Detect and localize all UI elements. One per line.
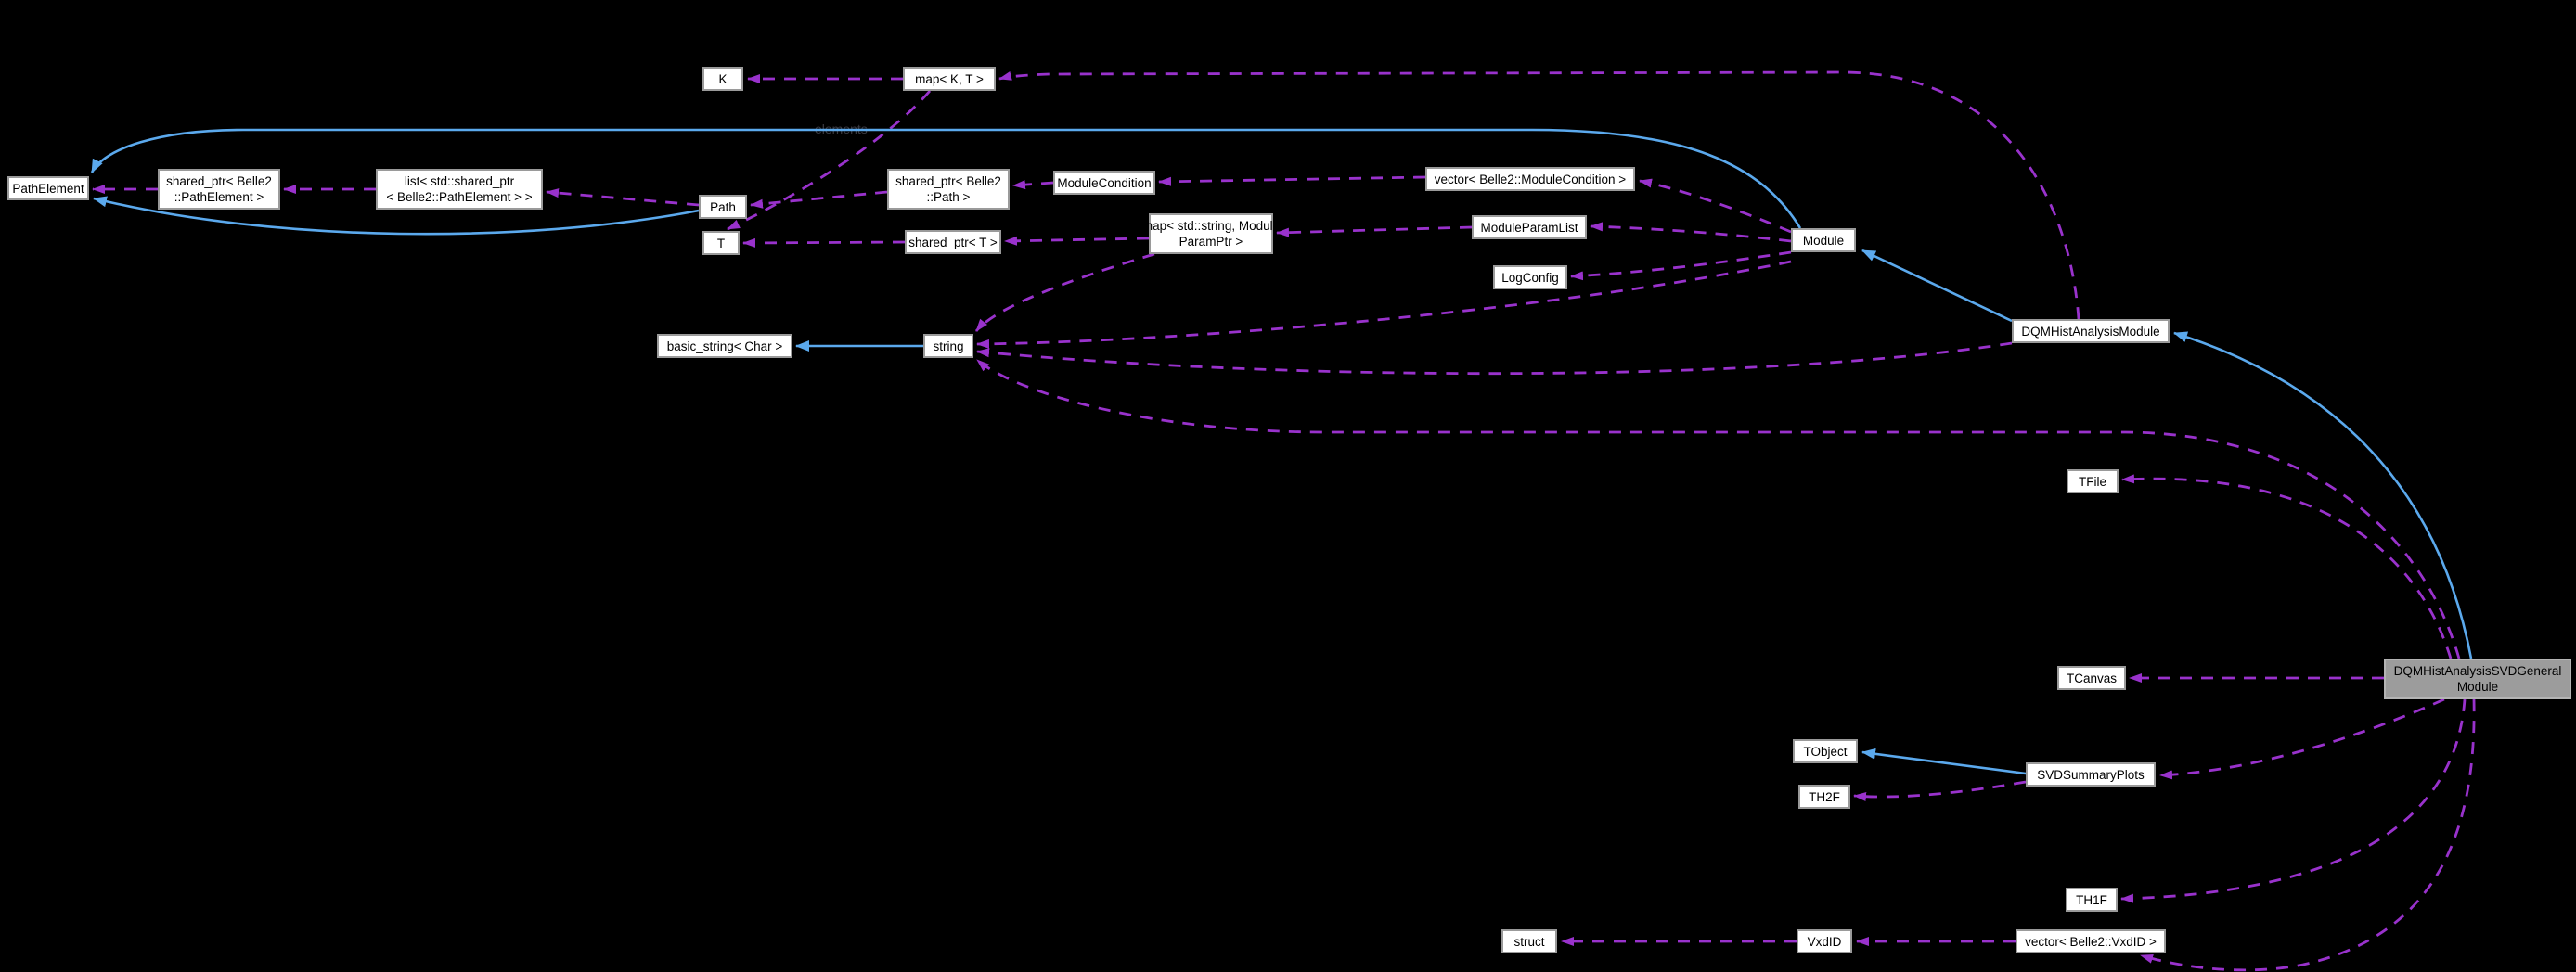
class-node-label: shared_ptr< T > [908, 235, 998, 249]
class-node-label: T [716, 236, 726, 250]
class-node-log-config[interactable]: LogConfig [1493, 265, 1567, 289]
class-node-label: TFile [2079, 474, 2106, 489]
class-node-label: list< std::shared_ptr [404, 174, 515, 188]
edge-svd-summary-plots-to-tobject [1861, 748, 2027, 775]
class-node-label: map< std::string, Module [1141, 219, 1281, 233]
class-node-label: < Belle2::PathElement > > [386, 190, 533, 204]
edge-svd-general-to-string [976, 358, 2461, 659]
edge-module-to-log-config [1570, 250, 1792, 281]
class-node-label: TCanvas [2066, 671, 2118, 685]
class-node-th1f[interactable]: TH1F [2066, 888, 2118, 912]
class-node-label: Path [710, 199, 736, 214]
edge-vector-module-condition-to-module-condition [1158, 175, 1426, 186]
class-node-label: TObject [1803, 744, 1848, 759]
edge-map-string-module-param-ptr-to-string [974, 252, 1155, 332]
class-node-shared-ptr-t[interactable]: shared_ptr< T > [905, 230, 1001, 254]
class-node-label: shared_ptr< Belle2 [895, 174, 1001, 188]
class-node-label: basic_string< Char > [666, 339, 783, 353]
class-node-label: string [933, 339, 964, 353]
edge-svd-general-to-dqm-hist-analysis-module [2173, 331, 2473, 659]
edge-dqm-hist-analysis-module-to-module [1861, 249, 2013, 323]
class-node-vector-vxdid[interactable]: vector< Belle2::VxdID > [2016, 929, 2166, 953]
class-node-list-shared-ptr-path-element[interactable]: list< std::shared_ptr< Belle2::PathEleme… [376, 169, 543, 210]
edge-svd-general-to-svd-summary-plots [2159, 697, 2445, 780]
class-node-path[interactable]: Path [699, 195, 747, 219]
class-node-label: SVDSummaryPlots [2037, 767, 2145, 782]
edge-svd-general-to-th1f [2120, 698, 2467, 903]
class-node-label: TH1F [2076, 892, 2107, 907]
edge-module-condition-to-shared-ptr-belle2-path [1012, 180, 1054, 190]
class-node-label: shared_ptr< Belle2 [166, 174, 272, 188]
class-node-label: ModuleParamList [1480, 220, 1578, 235]
edge-map-string-module-param-ptr-to-shared-ptr-t [1004, 236, 1150, 246]
class-node-module-condition[interactable]: ModuleCondition [1053, 171, 1155, 195]
class-node-string[interactable]: string [923, 334, 973, 358]
class-node-label: TH2F [1809, 789, 1840, 804]
class-node-basic-string-char[interactable]: basic_string< Char > [657, 334, 792, 358]
class-node-label: K [718, 71, 728, 86]
class-node-k[interactable]: K [702, 67, 743, 91]
class-node-vxdid[interactable]: VxdID [1797, 929, 1852, 953]
edge-dqm-hist-analysis-module-to-map-k-t [998, 70, 2080, 320]
edge-svd-general-to-vector-vxdid [2140, 698, 2476, 972]
class-node-label: LogConfig [1501, 270, 1559, 285]
class-node-label: struct [1513, 934, 1545, 949]
class-node-dqm-hist-analysis-module[interactable]: DQMHistAnalysisModule [2012, 319, 2170, 343]
class-node-label: ::Path > [926, 190, 971, 204]
class-node-th2f[interactable]: TH2F [1798, 785, 1850, 809]
class-node-label: ParamPtr > [1179, 235, 1243, 249]
class-node-t[interactable]: T [702, 231, 740, 255]
edge-path-to-list-shared-ptr-path-element [546, 188, 700, 207]
edge-module-to-string [976, 260, 1792, 349]
edge-shared-ptr-t-to-t [742, 237, 906, 248]
class-node-shared-ptr-belle2-path[interactable]: shared_ptr< Belle2::Path > [887, 169, 1010, 210]
class-node-svd-summary-plots[interactable]: SVDSummaryPlots [2026, 762, 2156, 787]
edge-module-param-list-to-map-string-module-param-ptr [1276, 225, 1473, 237]
class-node-module[interactable]: Module [1791, 228, 1856, 252]
class-node-label: PathElement [12, 181, 84, 196]
class-node-label: Module [1802, 233, 1845, 248]
class-node-vector-module-condition[interactable]: vector< Belle2::ModuleCondition > [1425, 167, 1635, 191]
class-node-label: ModuleCondition [1057, 175, 1152, 190]
edge-dqm-hist-analysis-module-to-string [976, 341, 2013, 376]
class-node-label: vector< Belle2::ModuleCondition > [1434, 172, 1627, 186]
class-node-map-k-t[interactable]: map< K, T > [903, 67, 996, 91]
class-node-label: ::PathElement > [174, 190, 264, 204]
edge-map-k-t-to-t [727, 90, 932, 231]
edge-svd-summary-plots-to-th2f [1853, 780, 2027, 801]
edge-svd-general-to-tfile [2121, 474, 2453, 659]
edge-module-to-module-param-list [1590, 222, 1792, 243]
edge-path-to-path-element [93, 196, 700, 236]
class-node-label: VxdID [1807, 934, 1842, 949]
class-node-tobject[interactable]: TObject [1793, 739, 1858, 763]
class-node-path-element[interactable]: PathElement [7, 176, 89, 200]
class-node-tcanvas[interactable]: TCanvas [2057, 666, 2126, 690]
edge-shared-ptr-belle2-path-to-path [750, 190, 888, 209]
class-node-label: DQMHistAnalysisSVDGeneral [2393, 664, 2562, 678]
class-node-module-param-list[interactable]: ModuleParamList [1472, 215, 1587, 239]
edge-module-to-path-element [90, 128, 1802, 229]
class-node-struct[interactable]: struct [1501, 929, 1557, 953]
class-node-shared-ptr-path-element[interactable]: shared_ptr< Belle2::PathElement > [158, 169, 280, 210]
class-node-label: DQMHistAnalysisModule [2021, 324, 2160, 339]
class-node-tfile[interactable]: TFile [2067, 469, 2119, 493]
class-node-label: vector< Belle2::VxdID > [2025, 934, 2157, 949]
class-node-label: map< K, T > [915, 71, 984, 86]
class-node-label: Module [2456, 680, 2499, 694]
